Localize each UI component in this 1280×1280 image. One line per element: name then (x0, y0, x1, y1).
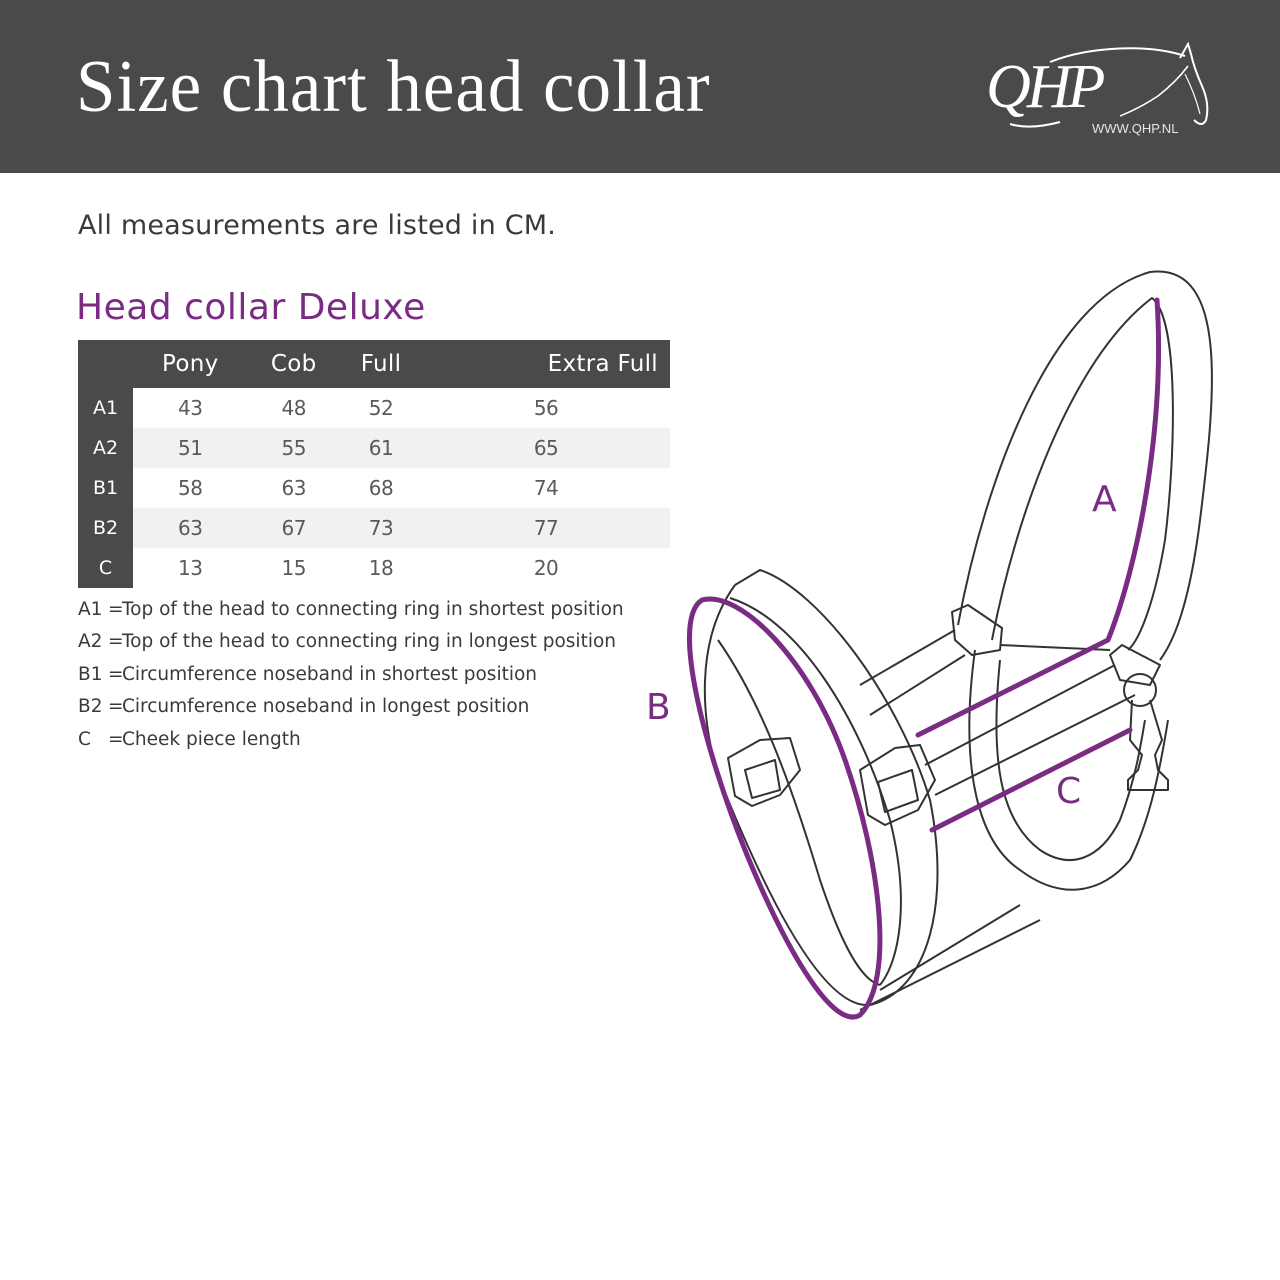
label-a: A (1092, 479, 1117, 520)
table-row: B2 63 67 73 77 (78, 508, 670, 548)
row-label: B2 (78, 508, 133, 548)
legend-item: B1 = Circumference noseband in shortest … (78, 659, 624, 691)
header-banner: Size chart head collar QHP WWW.QHP.NL (0, 0, 1280, 173)
table-cell: 51 (133, 428, 248, 468)
table-cell: 67 (247, 508, 340, 548)
column-header-full: Full (339, 340, 423, 388)
legend-item: B2 = Circumference noseband in longest p… (78, 691, 624, 723)
column-header-pony: Pony (133, 340, 248, 388)
product-title: Head collar Deluxe (76, 287, 426, 328)
horse-head-icon (1009, 41, 1209, 128)
row-label: B1 (78, 468, 133, 508)
row-label: C (78, 548, 133, 588)
legend-code: B1 (78, 663, 103, 685)
legend-description: Top of the head to connecting ring in lo… (122, 631, 617, 653)
legend-description: Cheek piece length (122, 728, 301, 750)
table-row: C 13 15 18 20 (78, 548, 670, 588)
legend-item: C = Cheek piece length (78, 724, 624, 756)
table-cell: 63 (133, 508, 248, 548)
legend-code: C (78, 728, 91, 750)
legend-description: Circumference noseband in shortest posit… (122, 663, 538, 685)
table-cell: 74 (422, 468, 670, 508)
table-cell: 73 (339, 508, 423, 548)
logo-url: WWW.QHP.NL (1092, 121, 1179, 136)
table-cell: 65 (422, 428, 670, 468)
table-cell: 15 (247, 548, 340, 588)
legend-code: A1 (78, 599, 103, 620)
table-cell: 68 (339, 468, 423, 508)
column-header-cob: Cob (247, 340, 340, 388)
legend-item: A1 = Top of the head to connecting ring … (78, 594, 624, 626)
table-cell: 56 (422, 388, 670, 428)
legend-code: A2 (78, 631, 103, 653)
table-cell: 43 (133, 388, 248, 428)
legend-description: Top of the head to connecting ring in sh… (122, 599, 624, 620)
table-cell: 63 (247, 468, 340, 508)
table-cell: 52 (339, 388, 423, 428)
table-cell: 48 (247, 388, 340, 428)
table-corner-cell (78, 340, 133, 388)
legend-description: Circumference noseband in longest positi… (122, 696, 530, 718)
column-header-extra-full: Extra Full (422, 340, 670, 388)
legend-separator: = (108, 631, 124, 653)
qhp-logo: QHP WWW.QHP.NL (980, 38, 1215, 143)
table-cell: 58 (133, 468, 248, 508)
row-label: A1 (78, 388, 133, 428)
legend-separator: = (108, 728, 124, 750)
table-cell: 61 (339, 428, 423, 468)
row-label: A2 (78, 428, 133, 468)
label-c: C (1056, 771, 1082, 812)
table-row: A2 51 55 61 65 (78, 428, 670, 468)
logo-wordmark: QHP (986, 53, 1105, 121)
table-cell: 13 (133, 548, 248, 588)
legend-separator: = (108, 663, 124, 685)
label-b: B (646, 687, 671, 728)
legend-separator: = (108, 599, 124, 620)
table-header-row: Pony Cob Full Extra Full (78, 340, 670, 388)
page-title: Size chart head collar (76, 46, 711, 128)
table-row: A1 43 48 52 56 (78, 388, 670, 428)
head-collar-diagram: A B C (620, 250, 1240, 1054)
table-cell: 20 (422, 548, 670, 588)
table-cell: 55 (247, 428, 340, 468)
head-collar-illustration (687, 270, 1213, 1020)
table-row: B1 58 63 68 74 (78, 468, 670, 508)
size-table: Pony Cob Full Extra Full A1 43 48 52 56 … (78, 340, 670, 588)
legend-separator: = (108, 696, 124, 718)
table-cell: 77 (422, 508, 670, 548)
units-note: All measurements are listed in CM. (78, 210, 557, 241)
legend-code: B2 (78, 696, 103, 718)
measurement-legend: A1 = Top of the head to connecting ring … (78, 594, 624, 756)
legend-item: A2 = Top of the head to connecting ring … (78, 626, 624, 658)
table-cell: 18 (339, 548, 423, 588)
